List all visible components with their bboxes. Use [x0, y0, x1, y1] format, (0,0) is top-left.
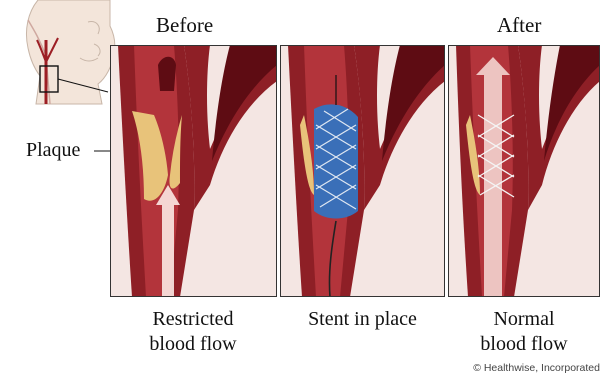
heading-after: After [497, 13, 541, 38]
panel-before-restricted [110, 45, 277, 297]
panel-after-normal [448, 45, 600, 297]
caption-restricted-flow: Restricted blood flow [108, 307, 278, 357]
caption-stent-in-place: Stent in place [280, 307, 445, 332]
plaque-label: Plaque [26, 138, 80, 163]
caption-normal-flow: Normal blood flow [448, 307, 600, 357]
heading-before: Before [156, 13, 213, 38]
caption-restricted-line2: blood flow [108, 332, 278, 357]
caption-normal-line1: Normal [448, 307, 600, 332]
copyright-credit: © Healthwise, Incorporated [448, 362, 600, 374]
head-neck-inset-illustration [10, 0, 125, 105]
caption-normal-line2: blood flow [448, 332, 600, 357]
caption-restricted-line1: Restricted [108, 307, 278, 332]
panel-stent-in-place [280, 45, 445, 297]
